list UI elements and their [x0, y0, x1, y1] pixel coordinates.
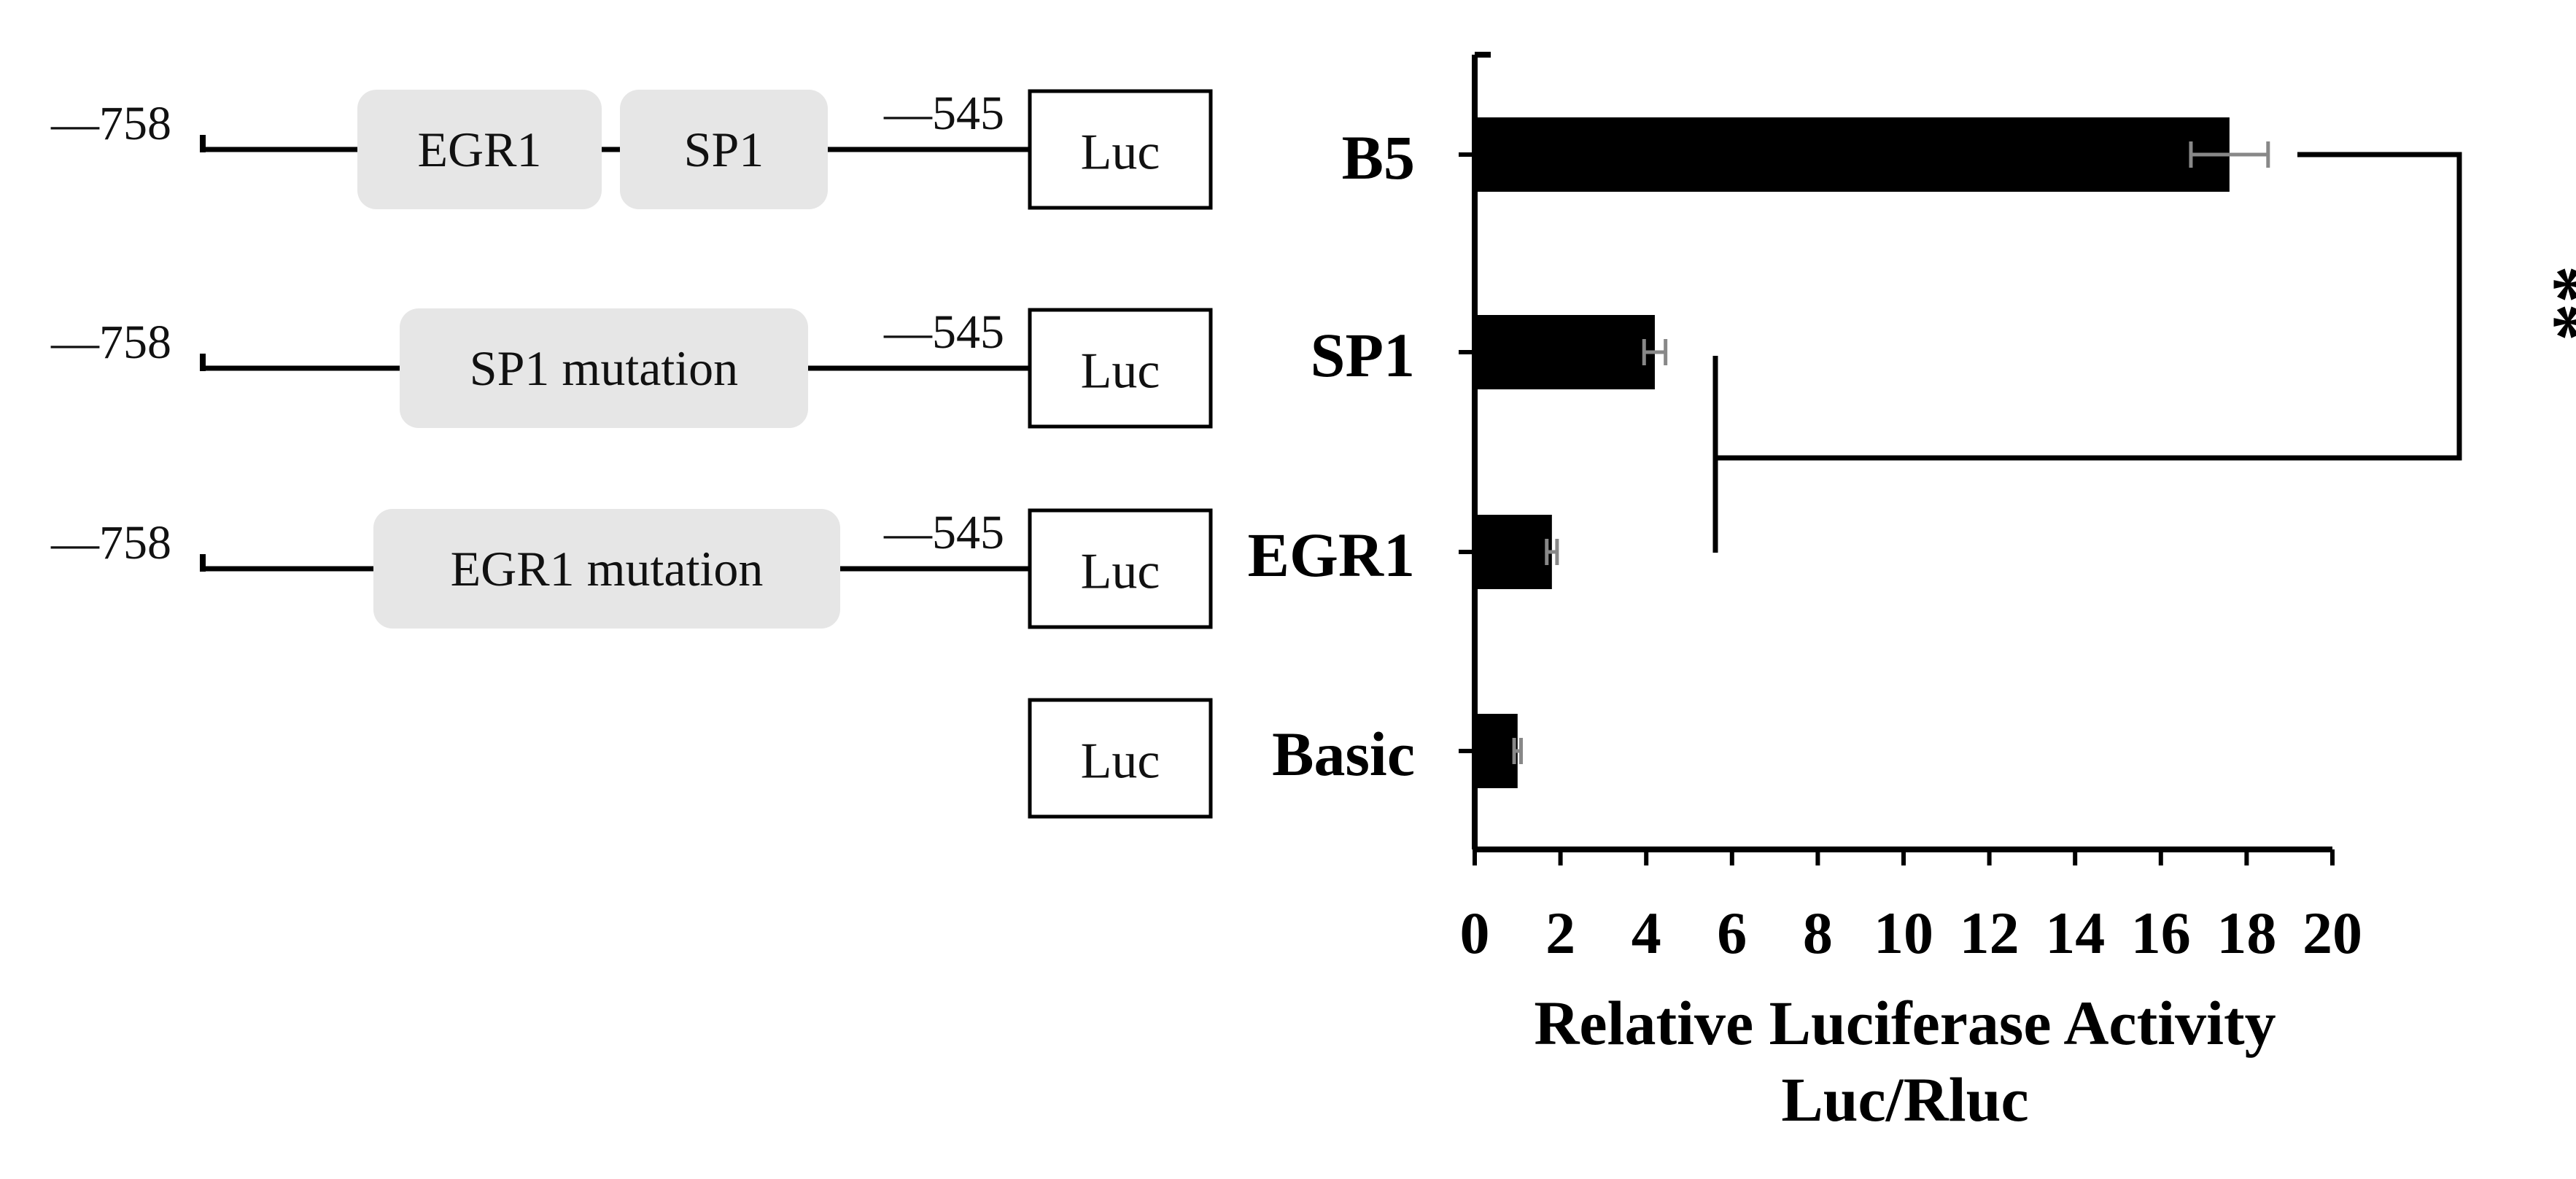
x-tick-label: 8 [1803, 900, 1833, 966]
x-tick-label: 12 [1960, 900, 2020, 966]
category-label-basic: Basic [1272, 719, 1415, 789]
x-tick-label: 14 [2045, 900, 2105, 966]
x-tick-label: 0 [1460, 900, 1490, 966]
binding-site-box [620, 90, 828, 209]
bar-sp1 [1475, 315, 1655, 389]
bar-egr1 [1475, 515, 1552, 589]
x-tick-label: 18 [2216, 900, 2276, 966]
luc-reporter-label: Luc [1081, 734, 1160, 790]
binding-site-box [400, 308, 808, 428]
x-tick-label: 16 [2131, 900, 2191, 966]
category-label-egr1: EGR1 [1248, 520, 1415, 590]
end-position-label: —545 [883, 506, 1004, 559]
binding-site-label: EGR1 [418, 122, 542, 177]
luc-reporter-box [1028, 698, 1213, 819]
x-tick-label: 6 [1717, 900, 1747, 966]
start-position-label: —758 [50, 316, 171, 369]
x-tick-label: 20 [2303, 900, 2362, 966]
end-position-label: —545 [883, 306, 1004, 359]
construct-row-4: Luc [1028, 698, 1213, 819]
start-position-label: —758 [50, 516, 171, 569]
luc-reporter-label: Luc [1081, 125, 1160, 181]
luc-reporter-label: Luc [1081, 544, 1160, 600]
binding-site-label: EGR1 mutation [451, 541, 764, 596]
luc-reporter-box [1028, 89, 1213, 210]
significance-label: ** [2515, 265, 2576, 341]
bar-b5 [1475, 117, 2230, 192]
binding-site-box [373, 509, 840, 629]
x-tick-label: 2 [1545, 900, 1575, 966]
x-axis-title-line2: Luc/Rluc [1781, 1065, 2028, 1135]
category-label-b5: B5 [1342, 122, 1415, 192]
binding-site-box [357, 90, 602, 209]
binding-site-label: SP1 mutation [470, 341, 738, 396]
luc-reporter-box [1028, 308, 1213, 429]
x-tick-label: 4 [1632, 900, 1661, 966]
x-tick-label: 10 [1874, 900, 1933, 966]
start-position-label: —758 [50, 97, 171, 150]
binding-site-label: SP1 [684, 122, 764, 177]
category-label-sp1: SP1 [1311, 320, 1415, 390]
bar-basic [1475, 714, 1518, 788]
luc-reporter-box [1028, 508, 1213, 629]
end-position-label: —545 [883, 87, 1004, 140]
x-axis-title: Relative Luciferase Activity [1534, 988, 2276, 1058]
significance-bracket [1715, 152, 2462, 461]
luc-reporter-label: Luc [1081, 343, 1160, 400]
